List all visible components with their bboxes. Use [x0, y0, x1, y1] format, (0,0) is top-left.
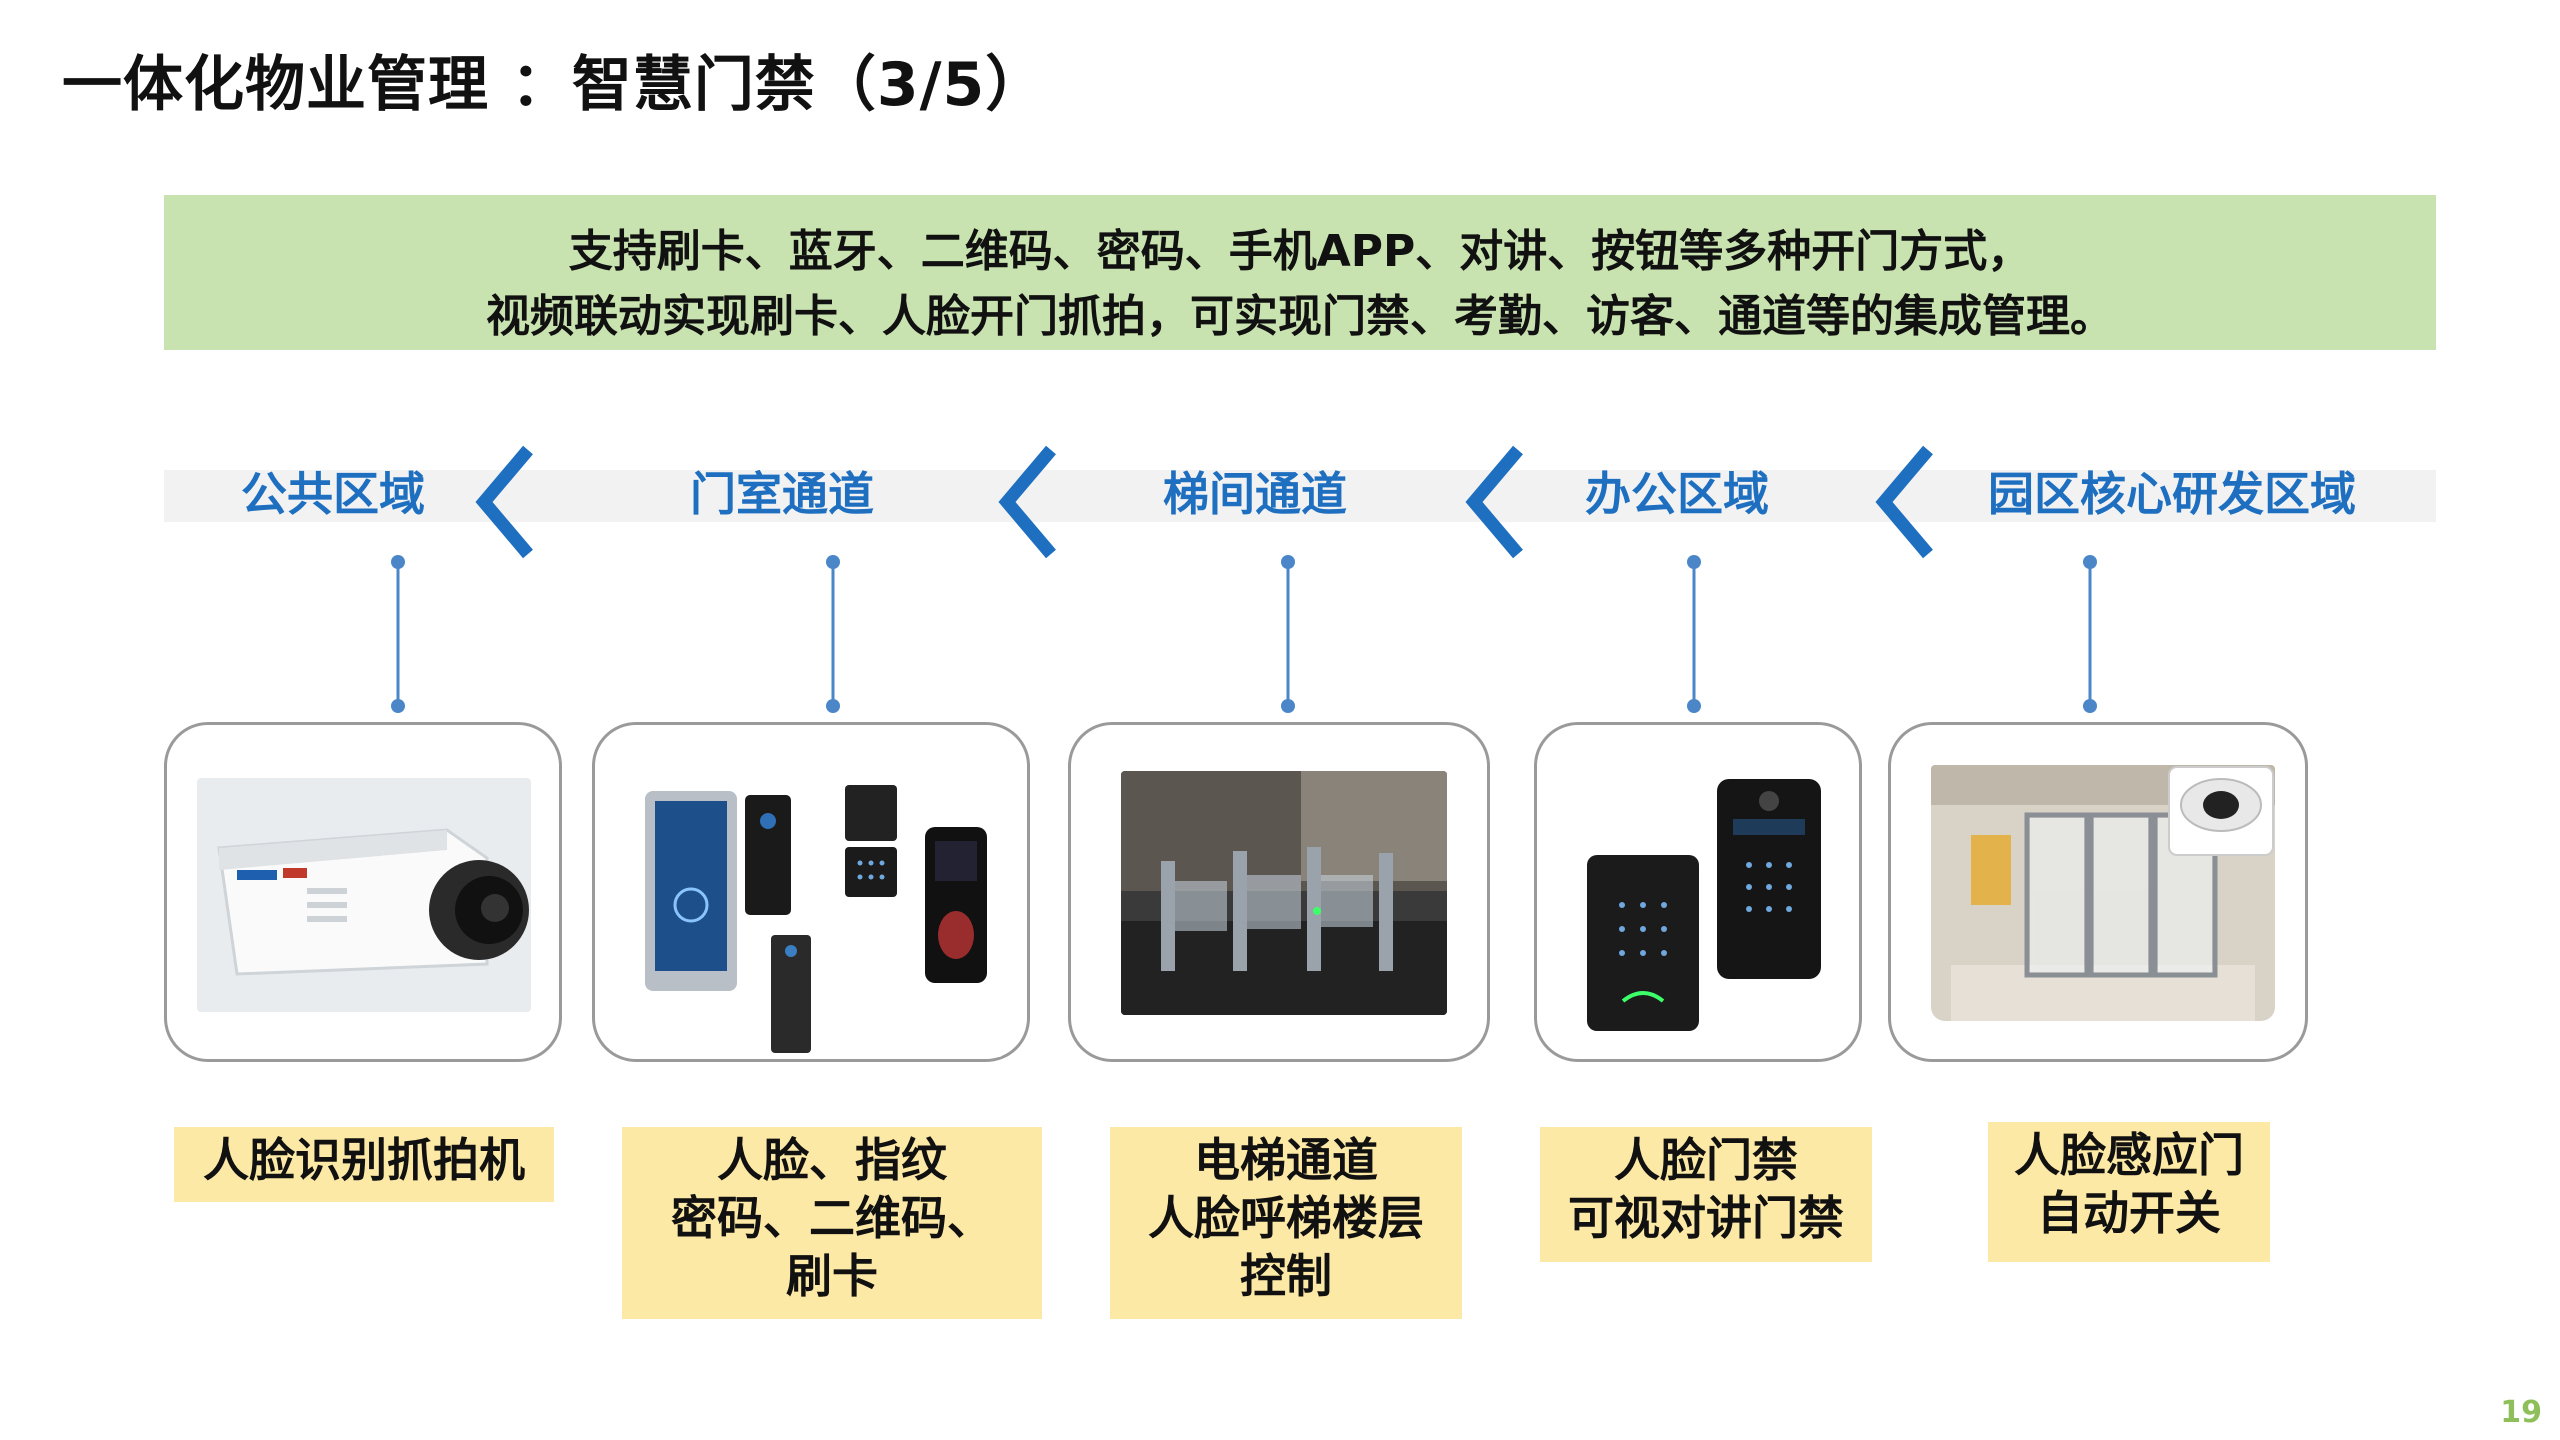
device-label-text: 人脸感应门 自动开关	[2014, 1128, 2244, 1240]
summary-banner: 支持刷卡、蓝牙、二维码、密码、手机APP、对讲、按钮等多种开门方式， 视频联动实…	[164, 195, 2436, 350]
page-title: 一体化物业管理 ：智慧门禁（3/5）	[62, 50, 1047, 120]
chevron-left-icon	[1875, 445, 1933, 559]
device-label-text: 人脸门禁 可视对讲门禁	[1568, 1133, 1844, 1245]
device-label-1: 人脸识别抓拍机	[174, 1127, 554, 1202]
zone-door-passage: 门室通道	[690, 467, 874, 521]
access-control-terminals-image	[625, 785, 1003, 1057]
connector-line	[1281, 555, 1295, 713]
device-label-text: 人脸、指纹 密码、二维码、 刷卡	[671, 1133, 993, 1303]
speed-gate-turnstiles-image	[1121, 771, 1447, 1015]
face-capture-camera-image	[197, 778, 531, 1012]
zone-office-area: 办公区域	[1585, 467, 1769, 521]
connector-line	[826, 555, 840, 713]
chevron-left-icon	[475, 445, 533, 559]
device-card-face-camera	[164, 722, 562, 1062]
device-label-text: 人脸识别抓拍机	[203, 1133, 525, 1187]
device-label-4: 人脸门禁 可视对讲门禁	[1540, 1127, 1872, 1262]
zone-flow-bar	[164, 470, 2436, 522]
zone-public-area: 公共区域	[241, 467, 425, 521]
banner-line-1: 支持刷卡、蓝牙、二维码、密码、手机APP、对讲、按钮等多种开门方式，	[568, 226, 2032, 277]
banner-line-2: 视频联动实现刷卡、人脸开门抓拍，可实现门禁、考勤、访客、通道等的集成管理。	[486, 291, 2114, 342]
device-card-sliding-door	[1888, 722, 2308, 1062]
device-card-keypad-intercom	[1534, 722, 1862, 1062]
device-label-5: 人脸感应门 自动开关	[1988, 1122, 2270, 1262]
page-number: 19	[2500, 1395, 2542, 1430]
chevron-left-icon	[998, 445, 1056, 559]
device-label-text: 电梯通道 人脸呼梯楼层 控制	[1148, 1133, 1424, 1303]
device-label-3: 电梯通道 人脸呼梯楼层 控制	[1110, 1127, 1462, 1319]
connector-line	[1687, 555, 1701, 713]
zone-stair-passage: 梯间通道	[1163, 467, 1347, 521]
automatic-sliding-door-image	[1931, 765, 2275, 1021]
device-card-access-terminals	[592, 722, 1030, 1062]
connector-line	[391, 555, 405, 713]
device-card-speed-gates	[1068, 722, 1490, 1062]
device-label-2: 人脸、指纹 密码、二维码、 刷卡	[622, 1127, 1042, 1319]
zone-core-rd-area: 园区核心研发区域	[1988, 467, 2356, 521]
connector-line	[2083, 555, 2097, 713]
keypad-intercom-readers-image	[1577, 775, 1829, 1035]
chevron-left-icon	[1465, 445, 1523, 559]
